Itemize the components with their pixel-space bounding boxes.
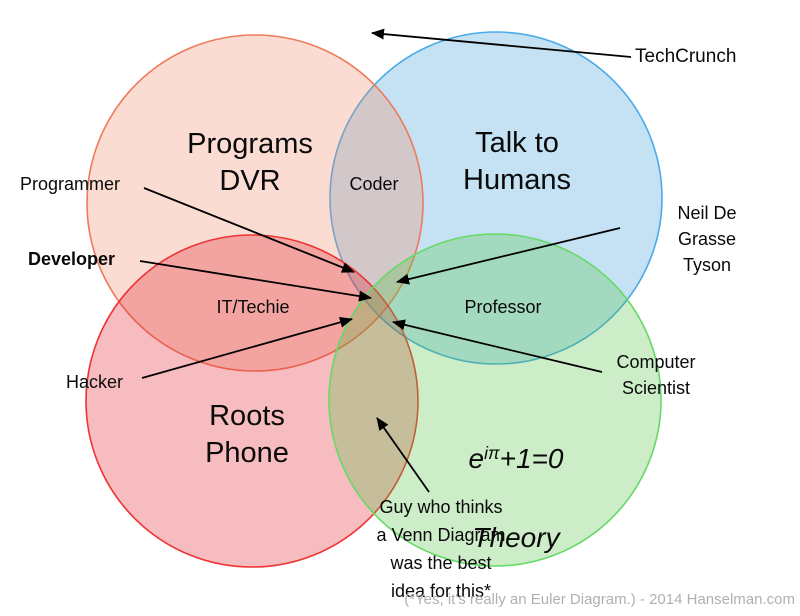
developer-arrow <box>139 260 372 302</box>
venn-guy-callout: Guy who thinks a Venn Diagram was the be… <box>376 497 506 601</box>
developer-callout: Developer <box>28 249 116 269</box>
roots-phone-label: Roots Phone <box>205 400 289 470</box>
venn-guy-arrow <box>376 417 430 493</box>
programs-dvr-label: Programs DVR <box>187 128 313 198</box>
it-techie-label: IT/Techie <box>216 297 290 317</box>
neil-callout: Neil De Grasse Tyson <box>677 203 737 276</box>
professor-label: Professor <box>464 297 542 317</box>
theory-label: Theory <box>472 522 560 554</box>
programs-dvr-circle <box>86 34 424 372</box>
techcrunch-callout: TechCrunch <box>635 46 737 67</box>
techcrunch-arrow <box>371 28 632 58</box>
computer-scientist-callout: Computer Scientist <box>616 352 696 399</box>
theory-block: eiπ+1=0 Theory <box>469 399 564 598</box>
programmer-callout: Programmer <box>20 174 121 194</box>
theory-circle <box>328 233 662 567</box>
hacker-callout: Hacker <box>66 372 124 392</box>
talk-to-humans-label: Talk to Humans <box>463 127 571 197</box>
coder-label: Coder <box>349 174 399 194</box>
neil-arrow <box>396 227 621 285</box>
talk-to-humans-circle <box>329 31 663 365</box>
computer-scientist-arrow <box>392 319 603 373</box>
equation-base: e <box>468 442 485 474</box>
roots-phone-circle <box>85 234 419 568</box>
equation-superscript: iπ <box>484 443 500 464</box>
footer-note: (*Yes, it's really an Euler Diagram.) - … <box>404 591 795 608</box>
equation-rest: +1=0 <box>499 442 564 474</box>
theory-equation: eiπ+1=0 <box>469 439 564 479</box>
hacker-arrow <box>141 316 353 379</box>
programmer-arrow <box>143 187 355 273</box>
